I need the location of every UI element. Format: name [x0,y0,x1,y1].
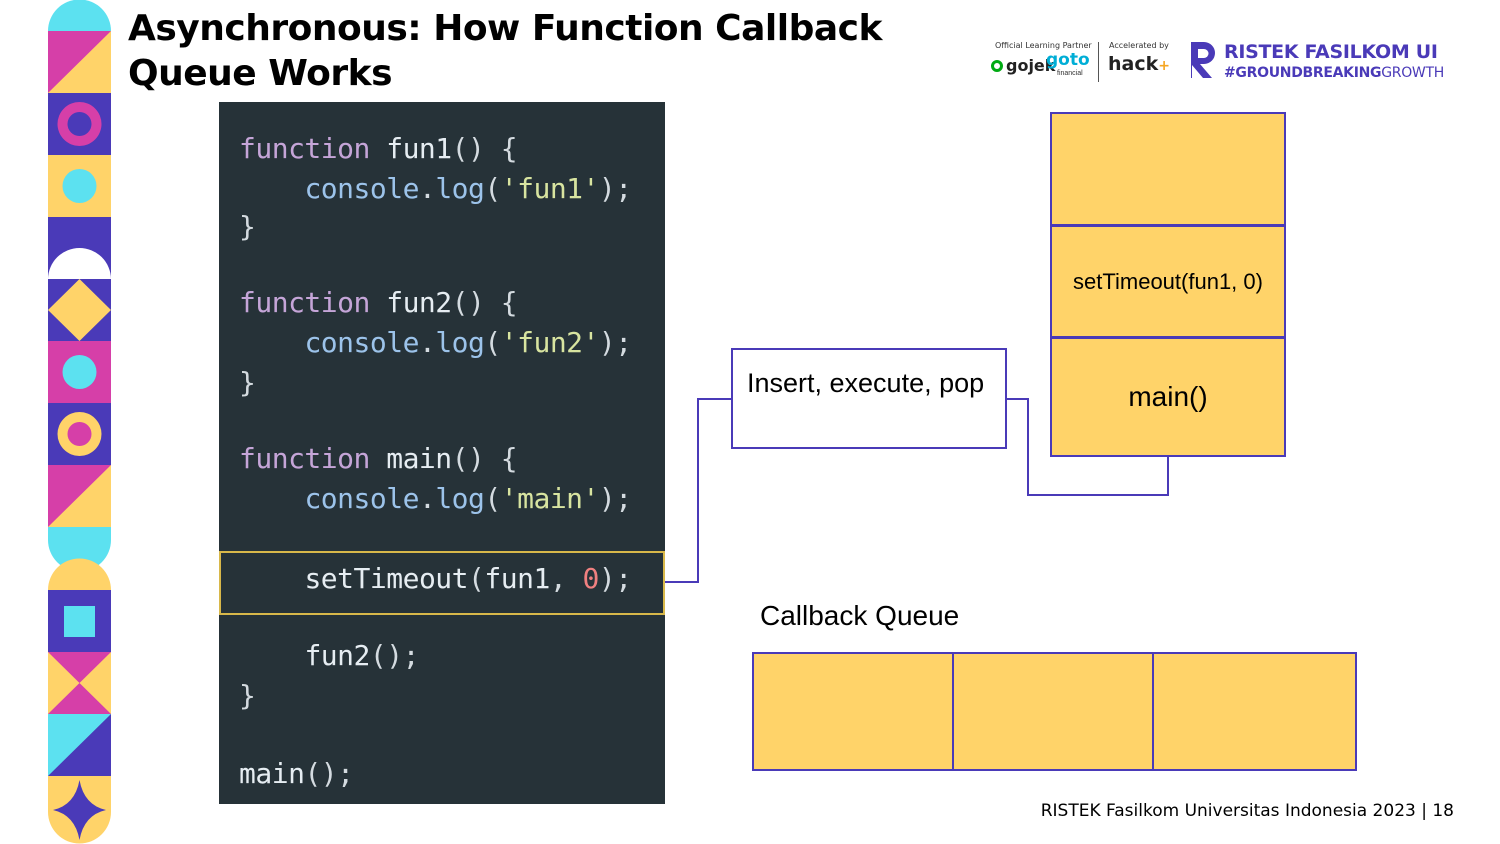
code-line: console.log('fun2'); [304,326,632,359]
code-snippet: function fun1() { console.log('fun1');} f… [219,102,665,804]
callback-queue-label: Callback Queue [760,600,960,631]
code-line: function fun1() { [239,132,518,165]
ristek-tagline: #GROUNDBREAKINGGROWTH [1224,65,1444,81]
code-line: } [239,210,256,243]
code-line: function main() { [239,442,518,475]
code-line: fun2(); [304,639,419,672]
code-line: } [239,679,256,712]
callback-queue-cell [752,652,954,771]
gojek-logo: gojek [991,56,1055,75]
highlighted-code-line [219,551,665,615]
code-line: console.log('main'); [304,482,632,515]
partner-label: Official Learning Partner [995,41,1092,50]
goto-sublabel: financial [1057,70,1083,77]
slide-footer: RISTEK Fasilkom Universitas Indonesia 20… [1040,801,1454,821]
gojek-wordmark: gojek [1006,56,1056,75]
connector-note-to-stack [1007,398,1169,496]
code-line: } [239,366,256,399]
code-line: main(); [239,757,354,790]
ristek-name: RISTEK FASILKOM UI [1224,41,1438,63]
goto-logo: goto [1046,50,1090,70]
code-line: console.log('fun1'); [304,172,632,205]
gojek-icon [991,60,1003,72]
code-line: setTimeout(fun1, 0); [304,562,632,595]
hack-wordmark: hack [1108,53,1159,75]
call-stack-cell-settimeout: setTimeout(fun1, 0) [1050,225,1286,338]
call-stack-cell-top [1050,112,1286,226]
partner-logos: Official Learning Partner gojek goto fin… [965,36,1465,86]
note-box: Insert, execute, pop [731,348,1007,449]
call-stack-cell-main: main() [1050,337,1286,457]
accelerated-label: Accelerated by [1109,41,1169,50]
code-line: function fun2() { [239,286,518,319]
callback-queue-cell [952,652,1154,771]
decorative-strip [48,0,111,844]
logo-divider [1098,42,1099,82]
callback-queue-cell [1152,652,1357,771]
plus-icon: + [1158,58,1170,74]
hack-logo: hack+ [1108,53,1170,75]
ristek-logo-icon [1191,42,1215,78]
slide-title: Asynchronous: How Function Callback Queu… [128,8,882,94]
connector-code-to-note [665,398,731,583]
